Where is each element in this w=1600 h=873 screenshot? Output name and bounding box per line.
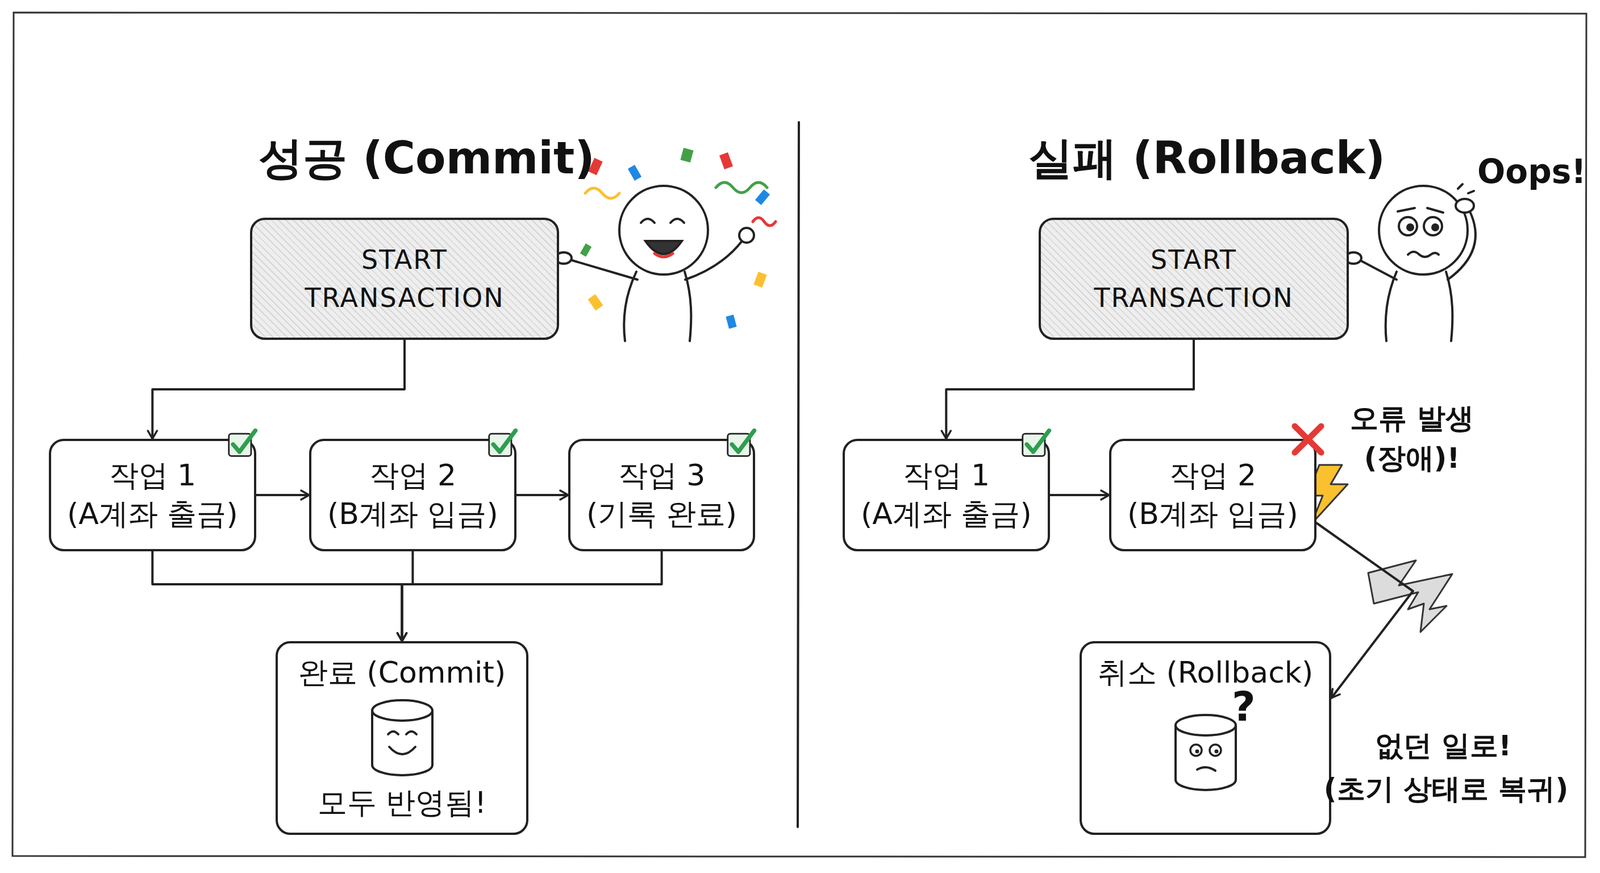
flow-arrow (516, 493, 569, 497)
start-box: START TRANSACTION (1038, 217, 1349, 340)
box-heading: 작업 1 (109, 456, 197, 495)
result-box: 완료 (Commit) 모두 반영됨! (275, 640, 529, 835)
flow-arrow (152, 551, 402, 641)
box-text: (B계좌 입금) (327, 494, 499, 534)
flow-arrow (1050, 493, 1110, 497)
flow-arrow (152, 339, 405, 439)
box-heading: 취소 (Rollback) (1097, 653, 1314, 693)
process-box: 작업 1(A계좌 출금) (842, 438, 1050, 552)
check-mark (486, 427, 519, 460)
database-icon (365, 692, 440, 783)
box-heading: START TRANSACTION (282, 240, 527, 317)
flow-arrow (402, 551, 662, 641)
annotation-label: 오류 발생 (1350, 401, 1474, 436)
process-box: 작업 2(B계좌 입금) (1109, 438, 1317, 552)
annotation-label: (장애)! (1364, 440, 1461, 475)
result-box: 취소 (Rollback) (1079, 640, 1332, 835)
box-text: 모두 반영됨! (317, 783, 487, 823)
box-heading: 완료 (Commit) (298, 653, 506, 693)
box-text: (A계좌 출금) (860, 494, 1032, 534)
annotation-label: ? (1231, 681, 1256, 731)
box-heading: 작업 3 (618, 456, 706, 495)
box-text: (A계좌 출금) (67, 494, 239, 534)
annotation-label: (초기 상태로 복귀) (1323, 771, 1569, 806)
flow-arrow (256, 493, 310, 497)
box-heading: 작업 2 (1169, 456, 1257, 495)
check-mark (1020, 427, 1053, 460)
box-text: (기록 완료) (586, 494, 737, 534)
check-mark (226, 427, 259, 460)
process-box: 작업 2(B계좌 입금) (309, 438, 517, 552)
flow-arrow (402, 551, 414, 641)
annotation-label: 없던 일로! (1375, 728, 1512, 763)
check-mark (725, 427, 758, 460)
box-text: (B계좌 입금) (1127, 494, 1299, 534)
annotation-label: Oops! (1477, 152, 1587, 193)
panel-title: 실패 (Rollback) (1028, 131, 1386, 186)
process-box: 작업 1(A계좌 출금) (48, 438, 257, 552)
database-icon (1168, 706, 1243, 798)
box-heading: START TRANSACTION (1071, 240, 1316, 317)
flow-arrow (946, 339, 1194, 439)
box-heading: 작업 2 (369, 456, 457, 495)
start-box: START TRANSACTION (250, 217, 560, 340)
error-cross (1288, 419, 1328, 460)
box-heading: 작업 1 (902, 456, 991, 495)
panel-title: 성공 (Commit) (258, 131, 595, 186)
process-box: 작업 3(기록 완료) (568, 438, 756, 552)
